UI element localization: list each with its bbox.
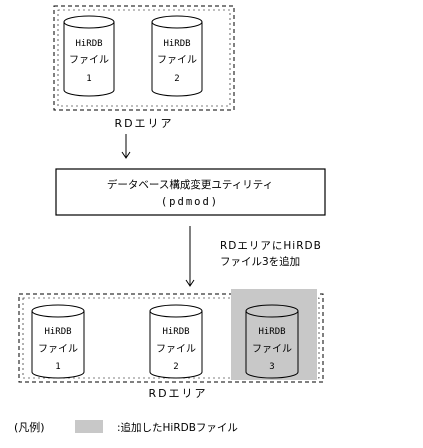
bottom-rdarea-boundary-inner (22, 297, 320, 379)
arrow-to-utility (121, 134, 131, 159)
utility-command: (pdmod) (161, 196, 219, 208)
bottom-hirdb-file-3-added: HiRDB ファイル 3 (245, 304, 299, 379)
annotation-line-1: RDエリアにHiRDB (220, 240, 322, 252)
file-type-label: ファイル (38, 344, 78, 355)
file-number-label: 2 (174, 74, 179, 84)
file-name-label: HiRDB (44, 327, 71, 337)
legend-description: :追加したHiRDBファイル (117, 421, 238, 434)
top-hirdb-file-2: HiRDB ファイル 2 (151, 15, 203, 97)
file-type-label: ファイル (156, 344, 196, 355)
file-name-label: HiRDB (162, 327, 189, 337)
bottom-hirdb-file-1: HiRDB ファイル 1 (31, 304, 85, 379)
legend-title: (凡例) (14, 420, 45, 434)
file-name-label: HiRDB (258, 327, 285, 337)
top-rdarea-boundary (53, 5, 235, 111)
bottom-rdarea-label: RDエリア (148, 387, 207, 400)
file-number-label: 1 (86, 74, 91, 84)
arrow-to-extended-rdarea (185, 226, 195, 287)
legend-swatch (75, 420, 103, 433)
file-name-label: HiRDB (163, 39, 190, 49)
top-hirdb-file-1: HiRDB ファイル 1 (63, 15, 115, 97)
annotation-line-2: ファイル3を追加 (220, 255, 300, 268)
file-number-label: 3 (269, 362, 274, 372)
top-rdarea-boundary-inner (57, 9, 231, 107)
utility-box (55, 168, 326, 216)
file-number-label: 1 (55, 362, 60, 372)
file-number-label: 2 (173, 362, 178, 372)
file-type-label: ファイル (252, 344, 292, 355)
top-rdarea-label: RDエリア (114, 117, 173, 130)
bottom-hirdb-file-2: HiRDB ファイル 2 (149, 304, 203, 379)
file-name-label: HiRDB (75, 39, 102, 49)
file-type-label: ファイル (157, 55, 197, 66)
file-type-label: ファイル (69, 55, 109, 66)
utility-name: データベース構成変更ユティリティ (107, 178, 273, 191)
